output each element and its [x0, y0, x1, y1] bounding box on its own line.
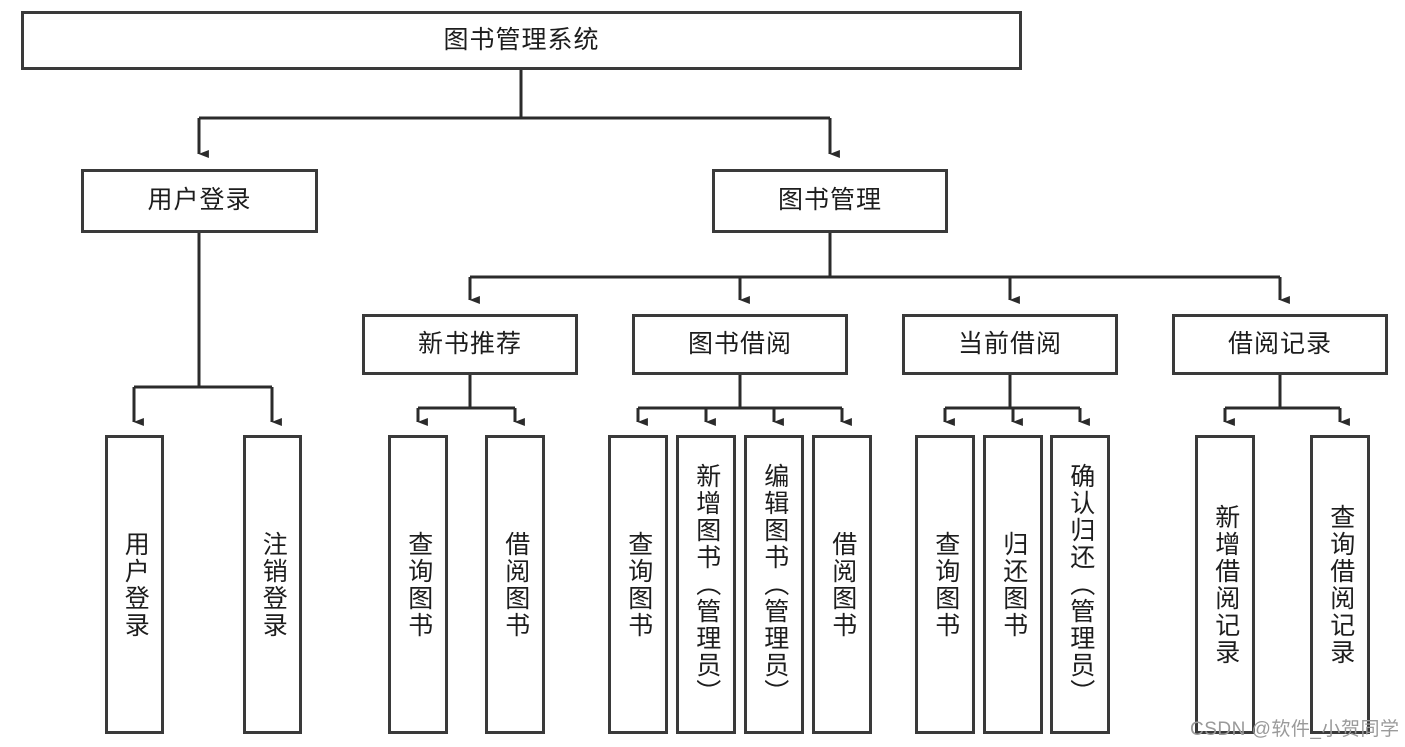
leaf-logout[interactable]: 注销登录 — [243, 435, 302, 734]
node-label: 归还图书 — [999, 530, 1028, 639]
node-label: 借阅图书 — [828, 530, 857, 639]
node-book-management[interactable]: 图书管理 — [712, 169, 948, 233]
node-label: 图书借阅 — [687, 329, 792, 358]
node-label: 新增借阅记录 — [1211, 503, 1240, 666]
csdn-watermark: CSDN @软件_小贺同学 — [1190, 719, 1400, 740]
node-new-book-recommendation[interactable]: 新书推荐 — [362, 314, 578, 375]
node-label: 编辑图书（管理员） — [760, 463, 789, 706]
node-borrowing-record[interactable]: 借阅记录 — [1172, 314, 1388, 375]
node-label: 查询图书 — [931, 530, 960, 639]
node-book-borrowing[interactable]: 图书借阅 — [632, 314, 848, 375]
node-label: 新书推荐 — [417, 329, 522, 358]
node-label: 借阅图书 — [501, 530, 530, 639]
leaf-query-books-borrow[interactable]: 查询图书 — [608, 435, 668, 734]
node-label: 新增图书（管理员） — [692, 463, 721, 706]
leaf-add-book-admin[interactable]: 新增图书（管理员） — [676, 435, 736, 734]
node-user-login[interactable]: 用户登录 — [81, 169, 318, 233]
leaf-borrow-books-recommend[interactable]: 借阅图书 — [485, 435, 545, 734]
node-label: 当前借阅 — [957, 329, 1062, 358]
node-label: 查询图书 — [404, 530, 433, 639]
leaf-confirm-return-admin[interactable]: 确认归还（管理员） — [1050, 435, 1110, 734]
node-label: 图书管理 — [777, 186, 882, 215]
node-label: 注销登录 — [259, 530, 288, 639]
node-label: 借阅记录 — [1227, 329, 1332, 358]
node-label: 用户登录 — [147, 186, 252, 215]
node-label: 用户登录 — [121, 530, 150, 639]
leaf-return-books[interactable]: 归还图书 — [983, 435, 1043, 734]
leaf-query-borrow-record[interactable]: 查询借阅记录 — [1310, 435, 1370, 734]
node-label: 确认归还（管理员） — [1066, 463, 1095, 706]
leaf-query-books-recommend[interactable]: 查询图书 — [388, 435, 448, 734]
leaf-user-login[interactable]: 用户登录 — [105, 435, 164, 734]
leaf-query-books-current[interactable]: 查询图书 — [915, 435, 975, 734]
leaf-add-borrow-record[interactable]: 新增借阅记录 — [1195, 435, 1255, 734]
node-label: 查询借阅记录 — [1326, 503, 1355, 666]
leaf-edit-book-admin[interactable]: 编辑图书（管理员） — [744, 435, 804, 734]
node-label: 查询图书 — [624, 530, 653, 639]
leaf-borrow-books[interactable]: 借阅图书 — [812, 435, 872, 734]
node-root-book-management-system[interactable]: 图书管理系统 — [21, 11, 1022, 70]
node-label: 图书管理系统 — [443, 25, 600, 54]
node-current-borrowing[interactable]: 当前借阅 — [902, 314, 1118, 375]
